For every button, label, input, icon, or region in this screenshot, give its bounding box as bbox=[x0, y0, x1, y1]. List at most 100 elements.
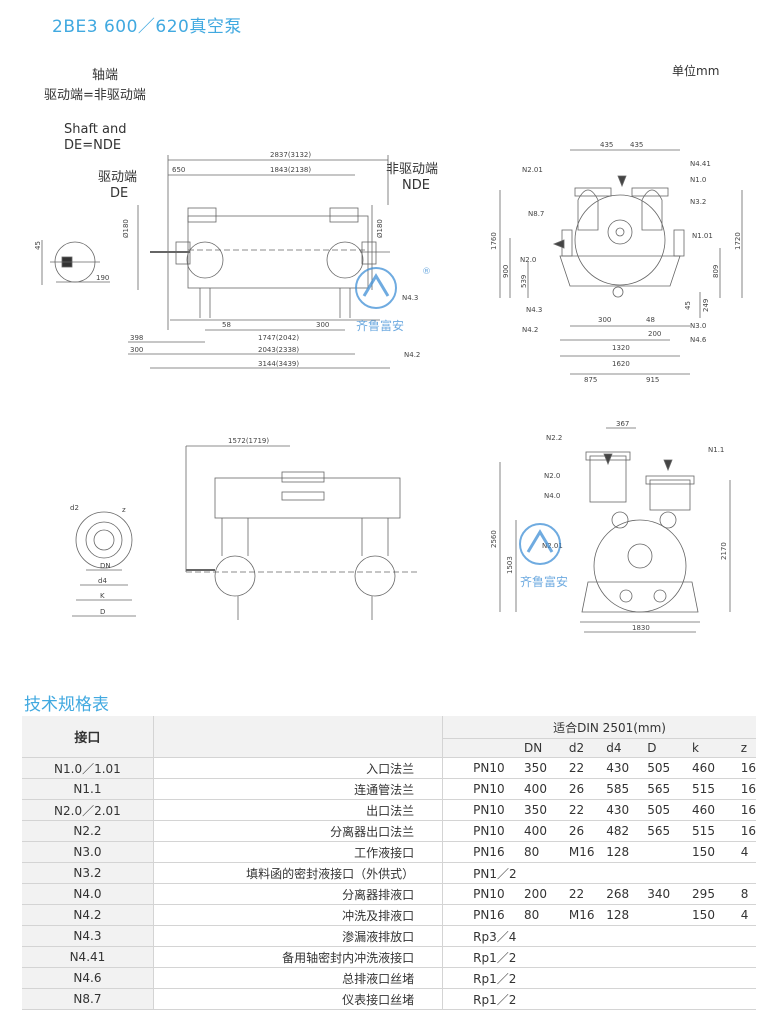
cell-k: 460 bbox=[692, 799, 741, 821]
col-d2: d2 bbox=[568, 738, 607, 758]
de-nde-label: 驱动端=非驱动端 bbox=[44, 88, 146, 103]
cell-pn: PN10 bbox=[442, 883, 525, 905]
cell-z: 8 bbox=[740, 883, 756, 905]
spec-header-std: 适合DIN 2501(mm) bbox=[442, 716, 756, 739]
cell-name: 出口法兰 bbox=[153, 799, 444, 821]
cell-d2: 26 bbox=[568, 778, 607, 800]
cell-port: N1.0／1.01 bbox=[22, 757, 154, 779]
cell-port: N3.0 bbox=[22, 841, 154, 863]
separator-right bbox=[649, 479, 691, 511]
cell-d4: 268 bbox=[606, 883, 648, 905]
cell-pn: Rp1／2 bbox=[442, 967, 525, 989]
cell-dn bbox=[524, 988, 569, 1010]
dim-1620: 1620 bbox=[612, 360, 630, 368]
watermark-text-bottom: 齐鲁富安 bbox=[520, 574, 568, 589]
nozzle-n42-side: N4.2 bbox=[404, 351, 420, 359]
drive-end-label: 驱动端 bbox=[98, 170, 138, 185]
dim-300-left: 300 bbox=[130, 346, 143, 354]
dim-phi180-de: Ø180 bbox=[122, 219, 130, 238]
dim-3144: 3144(3439) bbox=[258, 360, 299, 368]
dim-top-overall: 2837(3132) bbox=[270, 151, 311, 159]
cell-name: 连通管法兰 bbox=[153, 778, 444, 800]
cell-name: 备用轴密封内冲洗液接口 bbox=[153, 946, 444, 968]
cell-name: 入口法兰 bbox=[153, 757, 444, 779]
cell-port: N8.7 bbox=[22, 988, 154, 1010]
non-drive-end-label: 非驱动端 bbox=[386, 162, 439, 177]
cell-d2 bbox=[568, 967, 607, 989]
dim-300-end: 300 bbox=[598, 316, 611, 324]
cell-D bbox=[647, 841, 693, 863]
cell-d2: 22 bbox=[568, 799, 607, 821]
cell-D: 505 bbox=[647, 799, 693, 821]
nozzle-n46: N4.6 bbox=[690, 336, 707, 344]
nozzle-n87: N8.7 bbox=[528, 210, 544, 218]
cell-D bbox=[647, 946, 693, 968]
nozzle-n20-b: N2.0 bbox=[544, 472, 560, 480]
nozzle-n441: N4.41 bbox=[690, 160, 711, 168]
cell-d2 bbox=[568, 925, 607, 947]
cell-k bbox=[692, 967, 741, 989]
dim-phi180-nde: Ø180 bbox=[376, 219, 384, 238]
cell-d2: 22 bbox=[568, 883, 607, 905]
cell-dn: 400 bbox=[524, 778, 569, 800]
flange-section bbox=[75, 511, 133, 569]
cell-D: 565 bbox=[647, 820, 693, 842]
nozzle-n20: N2.0 bbox=[520, 256, 536, 264]
cell-D bbox=[647, 967, 693, 989]
cell-name: 分离器排液口 bbox=[153, 883, 444, 905]
cell-dn: 350 bbox=[524, 799, 569, 821]
cell-dn: 80 bbox=[524, 904, 569, 926]
cell-name: 渗漏液排放口 bbox=[153, 925, 444, 947]
watermark-text-top: 齐鲁富安 bbox=[356, 318, 404, 333]
cell-d4: 128 bbox=[606, 904, 648, 926]
bearing-nde-plan bbox=[354, 555, 396, 597]
cell-pn: Rp1／2 bbox=[442, 946, 525, 968]
cell-d2 bbox=[568, 862, 607, 884]
cell-d4 bbox=[606, 988, 648, 1010]
pump-body-end-2 bbox=[593, 519, 687, 613]
flange-d2: d2 bbox=[70, 504, 79, 512]
shaft-end-label: 轴端 bbox=[92, 68, 119, 83]
cell-dn: 400 bbox=[524, 820, 569, 842]
watermark-reg-top: ® bbox=[422, 267, 431, 277]
cell-pn: PN10 bbox=[442, 820, 525, 842]
cell-name: 填料函的密封液接口（外供式） bbox=[153, 862, 444, 884]
dim-190: 190 bbox=[96, 274, 109, 282]
spec-table: 接口 适合DIN 2501(mm) DN d2 d4 D k z N1.0／1.… bbox=[22, 716, 756, 1010]
cell-z: 16 bbox=[740, 820, 756, 842]
cell-port: N3.2 bbox=[22, 862, 154, 884]
cell-z bbox=[740, 967, 756, 989]
dim-2043: 2043(2338) bbox=[258, 346, 299, 354]
cell-z: 4 bbox=[740, 841, 756, 863]
dim-809: 809 bbox=[712, 265, 720, 278]
cell-k: 150 bbox=[692, 904, 741, 926]
cell-k: 150 bbox=[692, 841, 741, 863]
cell-z: 16 bbox=[740, 757, 756, 779]
dim-1503: 1503 bbox=[506, 556, 514, 574]
cell-name: 仪表接口丝堵 bbox=[153, 988, 444, 1010]
cell-k: 295 bbox=[692, 883, 741, 905]
cell-d2: 26 bbox=[568, 820, 607, 842]
cell-k: 460 bbox=[692, 757, 741, 779]
cell-d2 bbox=[568, 988, 607, 1010]
cell-pn: Rp3／4 bbox=[442, 925, 525, 947]
nozzle-n201: N2.01 bbox=[522, 166, 543, 174]
dim-367: 367 bbox=[616, 420, 629, 428]
cell-name: 分离器出口法兰 bbox=[153, 820, 444, 842]
cell-d4: 430 bbox=[606, 757, 648, 779]
cell-port: N4.0 bbox=[22, 883, 154, 905]
technical-drawing: 2837(3132) 650 1843(2138) Ø180 Ø180 45 1… bbox=[34, 141, 743, 633]
cell-port: N4.2 bbox=[22, 904, 154, 926]
unit-label: 单位mm bbox=[672, 64, 720, 78]
cell-d4 bbox=[606, 862, 648, 884]
dim-900: 900 bbox=[502, 265, 510, 278]
cell-D bbox=[647, 904, 693, 926]
cell-pn: PN10 bbox=[442, 778, 525, 800]
dim-45-end: 45 bbox=[684, 301, 692, 310]
